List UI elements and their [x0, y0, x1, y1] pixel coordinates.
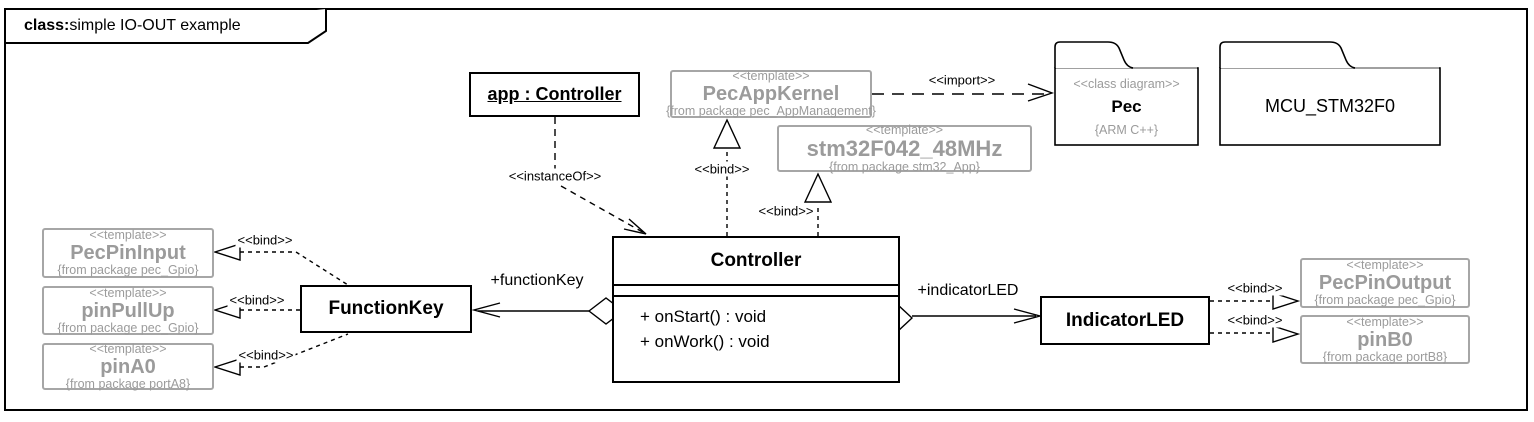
template-name: PecPinOutput [1318, 272, 1452, 294]
from-package-label: {from package pec_Gpio} [57, 320, 199, 335]
template-pinpullup[interactable]: <<template>> pinPullUp {from package pec… [42, 286, 214, 335]
class-functionkey[interactable]: FunctionKey [300, 285, 472, 333]
from-package-label: {from package stm32_App} [829, 159, 980, 174]
from-package-label: {from package portB8} [1322, 349, 1448, 364]
triangle-arrowhead [1272, 325, 1301, 343]
class-controller[interactable]: Controller + onStart() : void + onWork()… [612, 236, 900, 383]
triangle-arrowhead [803, 172, 833, 203]
bind-label: <<bind>> [1225, 312, 1285, 328]
template-name: pinA0 [100, 355, 156, 378]
template-name: pinPullUp [81, 299, 175, 322]
bind-pinb0-connector [1210, 325, 1301, 343]
stereotype-label: <<template>> [89, 228, 167, 242]
import-connector [872, 83, 1055, 102]
instanceof-label: <<instanceOf>> [506, 168, 604, 184]
stereotype-label: <<template>> [1346, 258, 1424, 272]
attributes-compartment [614, 284, 898, 297]
bind-label: <<bind>> [756, 203, 816, 219]
template-pinb0[interactable]: <<template>> pinB0 {from package portB8} [1300, 315, 1470, 364]
operations-compartment: + onStart() : void + onWork() : void [614, 297, 898, 381]
bind-label: <<bind>> [692, 161, 752, 177]
from-package-label: {from package pec_AppManagement} [666, 104, 876, 118]
bind-label: <<bind>> [236, 347, 296, 363]
from-package-label: {from package portA8} [65, 376, 191, 391]
template-name: PecPinInput [70, 242, 186, 264]
template-pina0[interactable]: <<template>> pinA0 {from package portA8} [42, 341, 214, 391]
template-pecappkernel[interactable]: <<template>> PecAppKernel {from package … [666, 69, 876, 118]
open-arrowhead [623, 218, 647, 235]
template-pecpinoutput[interactable]: <<template>> PecPinOutput {from package … [1300, 258, 1470, 308]
package-name: Pec [1111, 96, 1142, 116]
triangle-arrowhead [1272, 292, 1301, 310]
bind-pina0-connector [212, 333, 349, 376]
indicatorled-role-label: +indicatorLED [915, 282, 1021, 300]
stereotype-label: <<template>> [89, 285, 167, 300]
indicatorled-association [882, 304, 1043, 332]
diagram-title-text: simple IO-OUT example [69, 16, 241, 34]
triangle-arrowhead [712, 118, 742, 149]
stereotype-label: <<template>> [89, 341, 167, 356]
triangle-arrowhead [212, 358, 241, 376]
stereotype-label: <<template>> [732, 69, 810, 83]
bind-label: <<bind>> [227, 292, 287, 308]
package-pec[interactable]: <<class diagram>> Pec {ARM C++} [1055, 68, 1198, 145]
mcu-package-shape [1219, 41, 1441, 146]
diagram-frame [4, 8, 1528, 411]
triangle-arrowhead [212, 243, 241, 261]
bind-label: <<bind>> [235, 232, 295, 248]
from-package-label: {from package pec_Gpio} [1314, 293, 1456, 307]
package-name: MCU_STM32F0 [1264, 96, 1396, 116]
operation: + onStart() : void [640, 307, 767, 326]
instanceof-connector [554, 117, 647, 235]
package-note: {ARM C++} [1094, 122, 1159, 137]
functionkey-role-label: +functionKey [488, 272, 586, 290]
bind-pecpininput-connector [212, 243, 349, 286]
operation: + onWork() : void [640, 332, 770, 351]
stereotype-label: <<template>> [865, 122, 944, 137]
template-name: stm32F042_48MHz [806, 135, 1003, 161]
template-name: pinB0 [1357, 328, 1413, 351]
object-name: app : Controller [487, 84, 622, 104]
open-arrowhead [1027, 83, 1055, 102]
diagram-title-keyword: class: [24, 16, 70, 34]
open-arrowhead [471, 302, 501, 318]
bind-pecpinoutput-connector [1210, 292, 1301, 310]
frame-title-pentagon [5, 9, 327, 44]
bind-label: <<bind>> [1225, 280, 1285, 296]
stereotype-label: <<class diagram>> [1073, 76, 1180, 91]
bind-stm32-connector [803, 172, 833, 236]
diagram-title: class:simple IO-OUT example [4, 8, 324, 43]
pec-package-shape [1054, 41, 1199, 146]
stereotype-label: <<template>> [1346, 314, 1424, 329]
import-label: <<import>> [926, 72, 998, 88]
object-app-controller[interactable]: app : Controller [469, 72, 640, 117]
functionkey-association [471, 297, 625, 325]
class-indicatorled[interactable]: IndicatorLED [1040, 296, 1210, 345]
template-stm32f042-48mhz[interactable]: <<template>> stm32F042_48MHz {from packa… [777, 122, 1032, 174]
from-package-label: {from package pec_Gpio} [57, 263, 199, 277]
template-name: PecAppKernel [702, 83, 840, 105]
template-pecpininput[interactable]: <<template>> PecPinInput {from package p… [42, 228, 214, 278]
class-title: Controller [710, 250, 802, 271]
bind-kernel-connector [712, 118, 742, 236]
package-mcu-stm32f0[interactable]: MCU_STM32F0 [1220, 68, 1440, 145]
